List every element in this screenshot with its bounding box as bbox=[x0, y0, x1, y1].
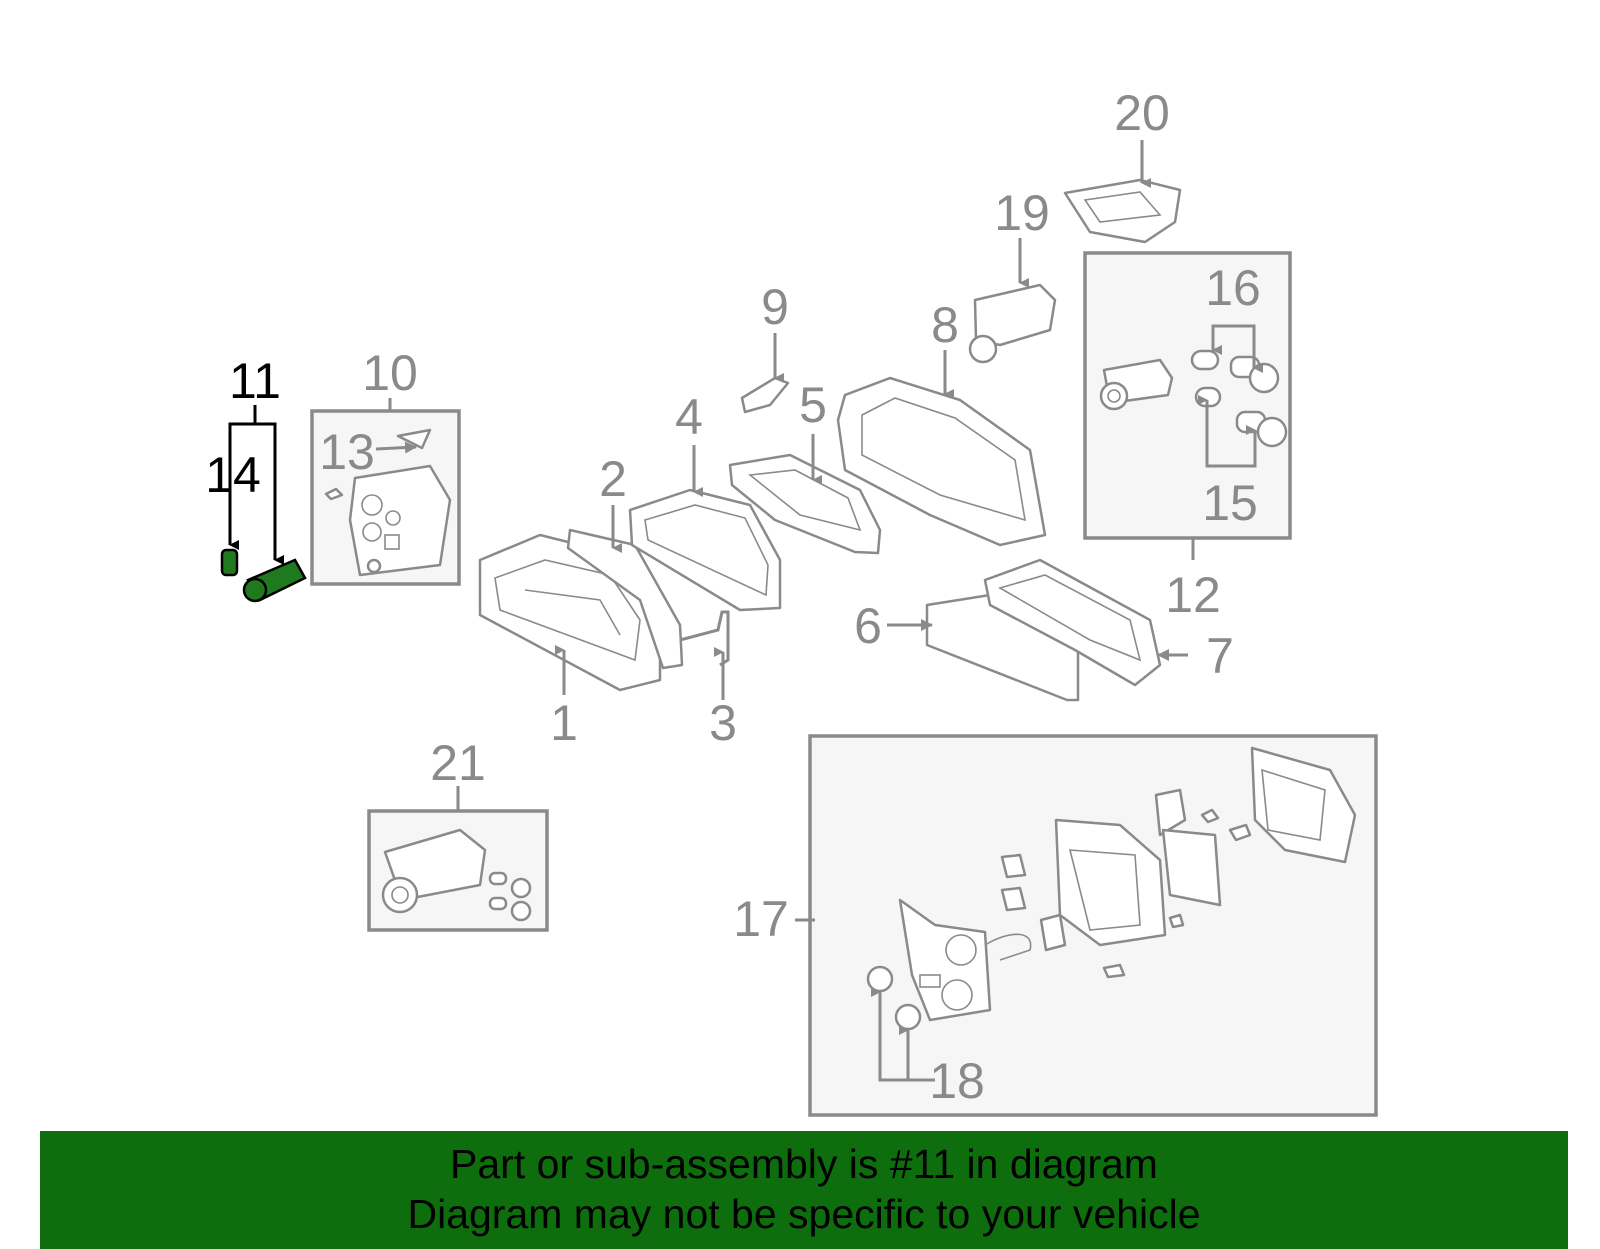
callout-12: 12 bbox=[1165, 567, 1221, 623]
group-box-21 bbox=[367, 809, 549, 932]
callout-15: 15 bbox=[1202, 475, 1258, 531]
group-box-17 bbox=[808, 734, 1378, 1117]
banner-line-1: Part or sub-assembly is #11 in diagram bbox=[450, 1141, 1158, 1187]
callout-11: 11 bbox=[229, 353, 281, 409]
callout-14: 14 bbox=[205, 447, 261, 503]
highlighted-part-14 bbox=[220, 548, 239, 577]
callout-1: 1 bbox=[550, 695, 578, 751]
cluster-part-19 bbox=[968, 283, 1057, 364]
cluster-part-3 bbox=[679, 610, 730, 667]
cluster-part-9 bbox=[740, 376, 790, 414]
cluster-part-20 bbox=[1063, 178, 1182, 244]
callout-8: 8 bbox=[931, 297, 959, 353]
callout-17: 17 bbox=[733, 891, 789, 947]
callout-9: 9 bbox=[761, 279, 789, 335]
callout-19: 19 bbox=[994, 185, 1050, 241]
highlighted-part-11 bbox=[242, 558, 307, 603]
callout-21: 21 bbox=[430, 735, 486, 791]
cluster-part-8 bbox=[836, 376, 1047, 547]
callout-2: 2 bbox=[599, 451, 627, 507]
callout-5: 5 bbox=[799, 377, 827, 433]
callout-13: 13 bbox=[319, 424, 375, 480]
cluster-part-4 bbox=[628, 488, 782, 612]
leader-lines bbox=[228, 140, 1263, 1082]
callout-3: 3 bbox=[709, 695, 737, 751]
cluster-part-7 bbox=[983, 558, 1162, 687]
callout-18: 18 bbox=[929, 1053, 985, 1109]
banner-line-2: Diagram may not be specific to your vehi… bbox=[407, 1191, 1201, 1237]
callout-4: 4 bbox=[675, 389, 703, 445]
callout-6: 6 bbox=[854, 598, 882, 654]
callout-10: 10 bbox=[362, 345, 418, 401]
parts-diagram: 1 2 3 4 5 6 7 8 9 10 11 12 13 14 15 16 1… bbox=[205, 85, 1378, 1117]
callout-7: 7 bbox=[1206, 628, 1234, 684]
callout-20: 20 bbox=[1114, 85, 1170, 141]
group-box-10 bbox=[310, 409, 461, 586]
group-box-12 bbox=[1083, 251, 1292, 540]
cluster-part-2 bbox=[566, 528, 684, 670]
callout-16: 16 bbox=[1205, 260, 1261, 316]
info-banner: Part or sub-assembly is #11 in diagram D… bbox=[40, 1131, 1568, 1249]
callout-labels: 1 2 3 4 5 6 7 8 9 10 11 12 13 14 15 16 1… bbox=[205, 85, 1261, 1109]
